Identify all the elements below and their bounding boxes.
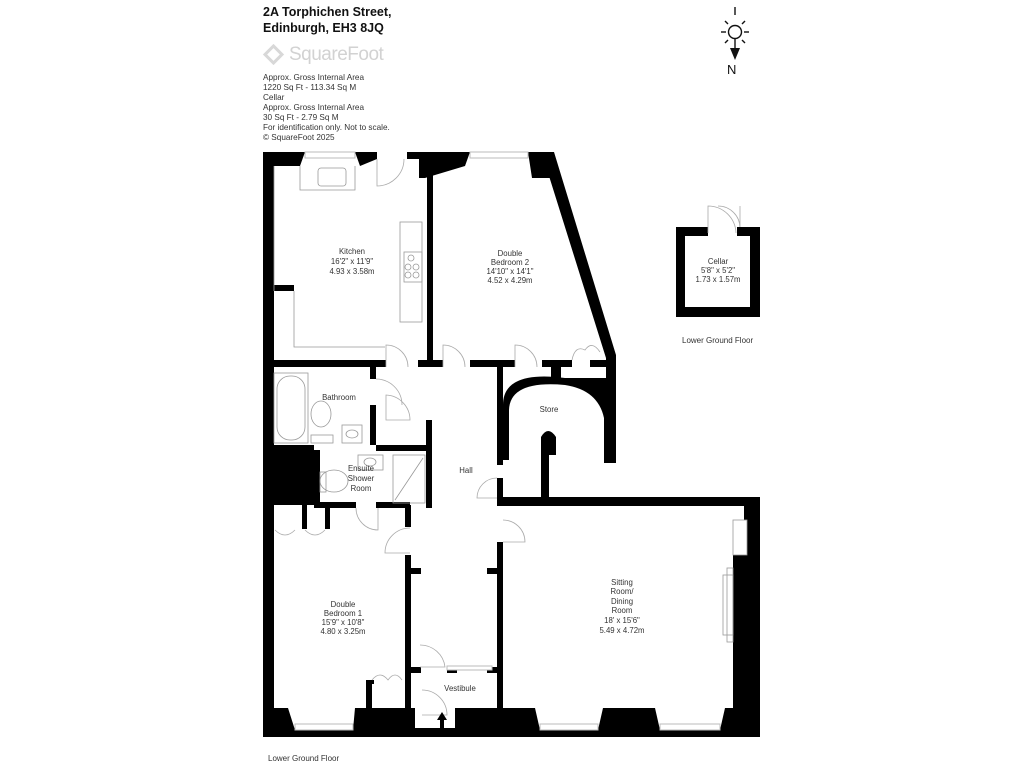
info-line: Approx. Gross Internal Area	[263, 103, 365, 112]
sun-compass-icon	[721, 7, 749, 60]
info-line: For identification only. Not to scale.	[263, 123, 390, 132]
cellar-plan	[676, 205, 760, 317]
kitchen-dims-imperial: 16'2" x 11'9"	[331, 257, 373, 266]
ensuite-label-2: Shower	[348, 474, 375, 483]
brand-logo: SquareFoot	[262, 41, 463, 69]
ensuite-label-1: Ensuite	[348, 464, 374, 473]
north-label: N	[727, 62, 737, 77]
ensuite-label-3: Room	[351, 484, 372, 493]
fixtures	[273, 166, 748, 643]
bedroom1-label-1: Double	[331, 600, 356, 609]
sitting-label-4: Room	[612, 606, 633, 615]
logo-text: SquareFoot	[289, 44, 384, 65]
info-line: © SquareFoot 2025	[263, 133, 335, 142]
main-floor-label: Lower Ground Floor	[268, 754, 340, 763]
entrance-arrow-icon	[437, 712, 447, 730]
bedroom2-label-2: Bedroom 2	[491, 258, 529, 267]
hall-label: Hall	[459, 466, 473, 475]
windows	[294, 151, 721, 731]
doors	[274, 158, 741, 716]
bathroom-label: Bathroom	[322, 393, 356, 402]
info-line: Cellar	[263, 93, 285, 102]
cellar-dims-imperial: 5'8" x 5'2"	[701, 266, 735, 275]
walls	[263, 152, 760, 737]
store-label: Store	[540, 405, 559, 414]
plan-header: 2A Torphichen Street, Edinburgh, EH3 8JQ…	[262, 4, 463, 143]
bedroom2-dims-imperial: 14'10" x 14'1"	[486, 267, 533, 276]
sitting-label-1: Sitting	[611, 578, 633, 587]
info-line: Approx. Gross Internal Area	[263, 73, 365, 82]
kitchen-label: Kitchen	[339, 247, 365, 256]
bedroom2-label-1: Double	[498, 249, 523, 258]
cellar-label: Cellar	[708, 257, 729, 266]
sitting-dims-metric: 5.49 x 4.72m	[599, 626, 644, 635]
bedroom1-label-2: Bedroom 1	[324, 609, 362, 618]
info-line: 1220 Sq Ft - 113.34 Sq M	[263, 83, 357, 92]
cellar-dims-metric: 1.73 x 1.57m	[695, 275, 740, 284]
area-info: Approx. Gross Internal Area 1220 Sq Ft -…	[263, 73, 463, 143]
bedroom2-dims-metric: 4.52 x 4.29m	[487, 276, 532, 285]
info-line: 30 Sq Ft - 2.79 Sq M	[263, 113, 339, 122]
address-line-1: 2A Torphichen Street,	[263, 5, 392, 19]
bedroom1-dims-imperial: 15'9" x 10'8"	[322, 618, 365, 627]
sitting-dims-imperial: 18' x 15'6"	[604, 616, 640, 625]
bedroom1-dims-metric: 4.80 x 3.25m	[320, 627, 365, 636]
vestibule-label: Vestibule	[444, 684, 476, 693]
address-line-2: Edinburgh, EH3 8JQ	[263, 21, 384, 35]
kitchen-dims-metric: 4.93 x 3.58m	[329, 267, 374, 276]
sitting-label-2: Room/	[611, 587, 635, 596]
cellar-floor-label: Lower Ground Floor	[682, 336, 754, 345]
sitting-label-3: Dining	[611, 597, 633, 606]
room-labels: Kitchen 16'2" x 11'9" 4.93 x 3.58m Doubl…	[320, 247, 740, 693]
